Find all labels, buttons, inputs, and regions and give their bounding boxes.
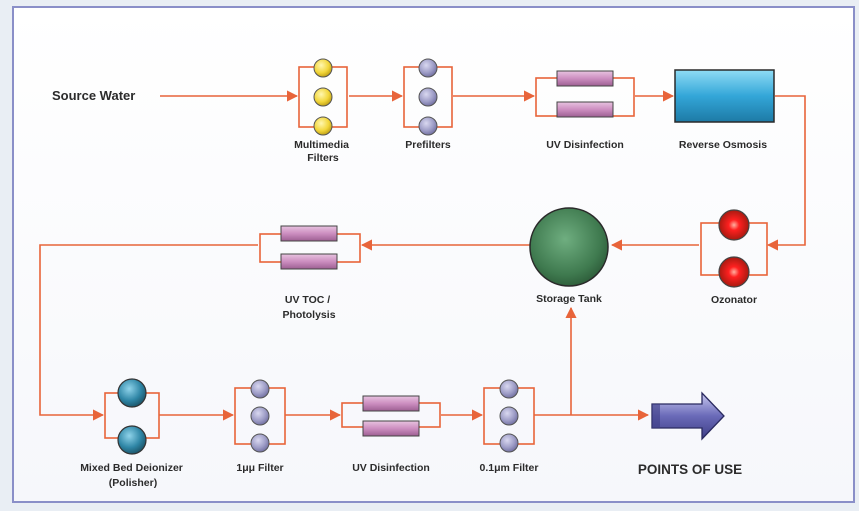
label-storage-tank: Storage Tank [536,293,602,305]
mixed-bed-deionizer[interactable] [104,378,160,455]
filter-01um[interactable] [483,379,535,453]
deionizer-icon [117,378,147,408]
label-filter-01um: 0.1μm Filter [480,462,539,474]
ozone-generator-icon [718,209,750,241]
purple-filter-icon [499,433,519,453]
label-uv-disinfection-2: UV Disinfection [352,462,430,474]
deionizer-icon [117,425,147,455]
ro-membrane-icon [674,69,775,123]
ozonator[interactable] [700,209,768,288]
flow-lines [39,90,806,421]
filter-1pp[interactable] [234,379,286,453]
points-of-use-label: POINTS OF USE [638,462,742,477]
label-prefilters: Prefilters [405,139,451,151]
uv-toc-photolysis[interactable] [259,225,361,270]
purple-filter-icon [250,406,270,426]
label-reverse-osmosis: Reverse Osmosis [679,139,767,151]
flow-ro-to-ozonator [766,95,806,251]
label-multimedia-filters: Multimedia Filters [294,139,352,164]
reverse-osmosis[interactable] [674,69,775,123]
uv-lamp-icon [362,420,420,437]
points-of-use-arrow[interactable] [651,391,725,441]
purple-filter-icon [499,406,519,426]
yellow-filter-icon [313,87,333,107]
storage-tank[interactable] [529,207,609,287]
purple-filter-icon [418,87,438,107]
label-ozonator: Ozonator [711,294,757,306]
source-water-label: Source Water [52,88,135,103]
prefilters[interactable] [403,58,453,136]
uv-lamp-icon [280,253,338,270]
label-uv-disinfection-1: UV Disinfection [546,139,624,151]
label-filter-1pp: 1μμ Filter [236,462,283,474]
yellow-filter-icon [313,116,333,136]
purple-filter-icon [250,379,270,399]
uv-disinfection-2[interactable] [341,395,441,437]
label-mixed-bed-deionizer: Mixed Bed Deionizer (Polisher) [80,462,186,489]
uv-disinfection-1[interactable] [535,70,635,118]
ozone-generator-icon [718,256,750,288]
multimedia-filters[interactable] [298,58,348,136]
purple-filter-icon [418,116,438,136]
storage-tank-icon [529,207,609,287]
flow-uvtoc-to-deionizer [39,244,258,421]
uv-lamp-icon [280,225,338,242]
purple-filter-icon [418,58,438,78]
label-uv-toc: UV TOC / Photolysis [282,294,335,321]
yellow-filter-icon [313,58,333,78]
purple-filter-icon [499,379,519,399]
uv-lamp-icon [556,101,614,118]
uv-lamp-icon [362,395,420,412]
uv-lamp-icon [556,70,614,87]
arrow-right-icon [651,391,725,441]
purple-filter-icon [250,433,270,453]
